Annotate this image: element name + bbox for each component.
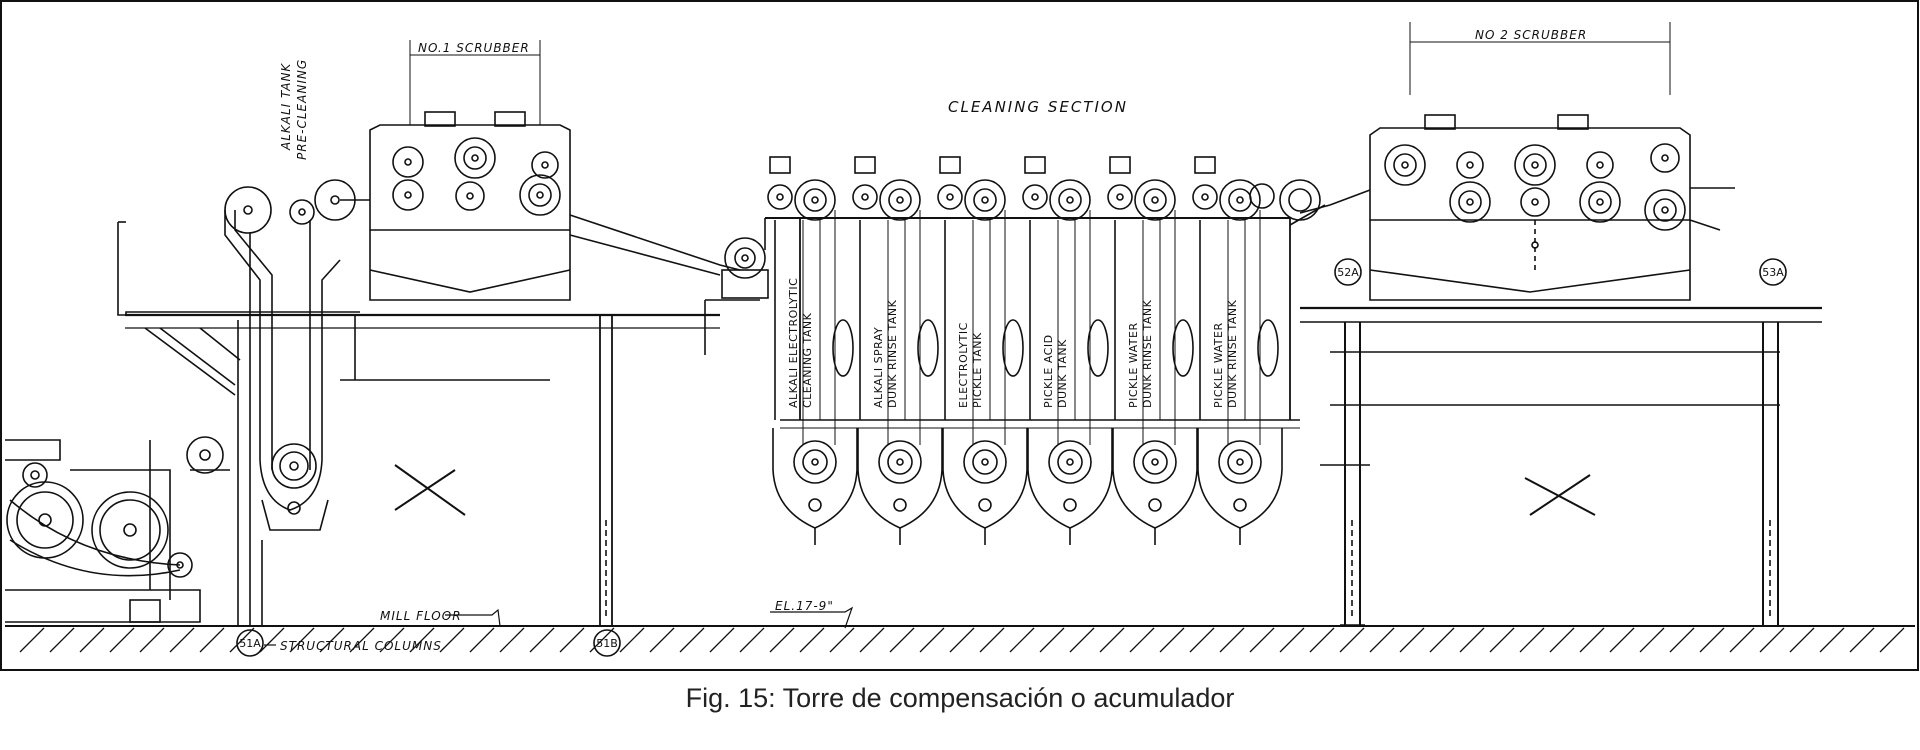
- column-51b-structure: [354, 315, 613, 625]
- scrubber-1-label: NO.1 SCRUBBER: [418, 41, 530, 55]
- cross-mark-left: [394, 464, 466, 516]
- right-platform: [1300, 306, 1822, 626]
- tank-label-line1: PICKLE WATER: [1212, 322, 1225, 408]
- no1-scrubber: [340, 40, 741, 301]
- column-marker-52a: 52A: [1334, 258, 1362, 286]
- column-label-51b: 51B: [596, 637, 618, 650]
- column-label-53a: 53A: [1762, 266, 1784, 279]
- tank-label-line2: PICKLE TANK: [971, 332, 984, 408]
- tank-label-line1: ALKALI SPRAY: [872, 327, 885, 408]
- column-label-52a: 52A: [1337, 266, 1359, 279]
- cleaning-section-label: CLEANING SECTION: [948, 98, 1128, 116]
- alkali-pre-cleaning-tank: [224, 179, 356, 625]
- tank-label-line2: CLEANING TANK: [801, 312, 814, 408]
- cross-mark-right: [1524, 474, 1596, 516]
- elevation-label: EL.17-9": [775, 599, 834, 613]
- column-marker-53a: 53A: [1759, 258, 1787, 286]
- structural-columns-label: STRUCTURAL COLUMNS: [280, 639, 442, 653]
- scrubber-2-label: NO 2 SCRUBBER: [1475, 28, 1587, 42]
- column-marker-51a: 51A: [236, 629, 264, 657]
- tank-label-line2: DUNK RINSE TANK: [1141, 299, 1154, 408]
- transfer-roll: [704, 237, 769, 355]
- drawing-border: [0, 0, 1919, 671]
- tank-label-line2: DUNK TANK: [1056, 339, 1069, 408]
- pre-cleaning-label: PRE-CLEANING: [295, 59, 309, 160]
- column-label-51a: 51A: [239, 637, 261, 650]
- column-marker-51b: 51B: [593, 629, 621, 657]
- left-platform: [117, 221, 720, 396]
- tank-label-line2: DUNK RINSE TANK: [1226, 299, 1239, 408]
- alkali-tank-label: ALKALI TANK: [279, 63, 293, 151]
- tank-label-line1: ELECTROLYTIC: [957, 322, 970, 408]
- mill-floor-label: MILL FLOOR: [380, 609, 462, 623]
- tank-label-line2: DUNK RINSE TANK: [886, 299, 899, 408]
- entry-machinery: [5, 436, 230, 623]
- figure-caption: Fig. 15: Torre de compensación o acumula…: [685, 683, 1235, 713]
- floor-hatching: [5, 625, 1915, 653]
- tank-label-line1: PICKLE ACID: [1042, 334, 1055, 408]
- tank-label-line1: PICKLE WATER: [1127, 322, 1140, 408]
- no2-scrubber: [1299, 22, 1735, 301]
- tank-label-line1: ALKALI ELECTROLYTIC: [787, 278, 800, 408]
